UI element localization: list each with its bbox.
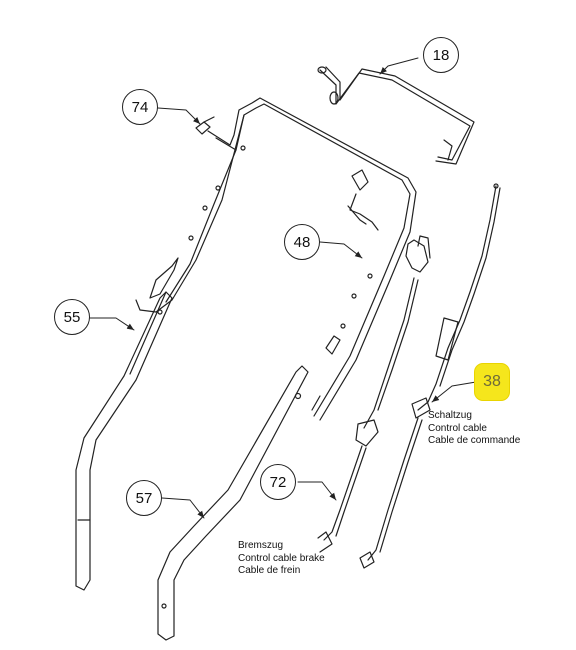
- brake-cable-label-de: Bremszug: [238, 540, 284, 551]
- callout-part-48[interactable]: 48: [284, 224, 320, 260]
- brake-cable-label: Bremszug Control cable brake Cable de fr…: [238, 540, 325, 578]
- part-57-right-lower-handle: [157, 365, 309, 641]
- control-cable-label-de: Schaltzug: [428, 410, 472, 421]
- leader-lines: [89, 57, 477, 519]
- part-18-bracket-rod: [317, 66, 475, 165]
- brake-cable-label-en: Control cable brake: [238, 552, 325, 564]
- callout-part-55[interactable]: 55: [54, 299, 90, 335]
- callout-part-74[interactable]: 74: [122, 89, 158, 125]
- callout-part-38-highlighted[interactable]: 38: [474, 363, 510, 401]
- part-55-left-lower-handle: [75, 291, 173, 591]
- control-cable-assembly: [359, 183, 501, 569]
- control-cable-label-fr: Cable de commande: [428, 435, 521, 446]
- control-cable-label-en: Control cable: [428, 422, 487, 434]
- brake-cable-label-fr: Cable de frein: [238, 565, 301, 576]
- control-cable-label: Schaltzug Control cable Cable de command…: [428, 410, 520, 448]
- callout-part-72[interactable]: 72: [260, 464, 296, 500]
- part-74-clip: [195, 116, 215, 135]
- callout-part-18[interactable]: 18: [423, 37, 459, 73]
- brake-cable-assembly: [317, 235, 431, 553]
- callout-part-57[interactable]: 57: [126, 480, 162, 516]
- part-48-upper-handle: [135, 97, 417, 421]
